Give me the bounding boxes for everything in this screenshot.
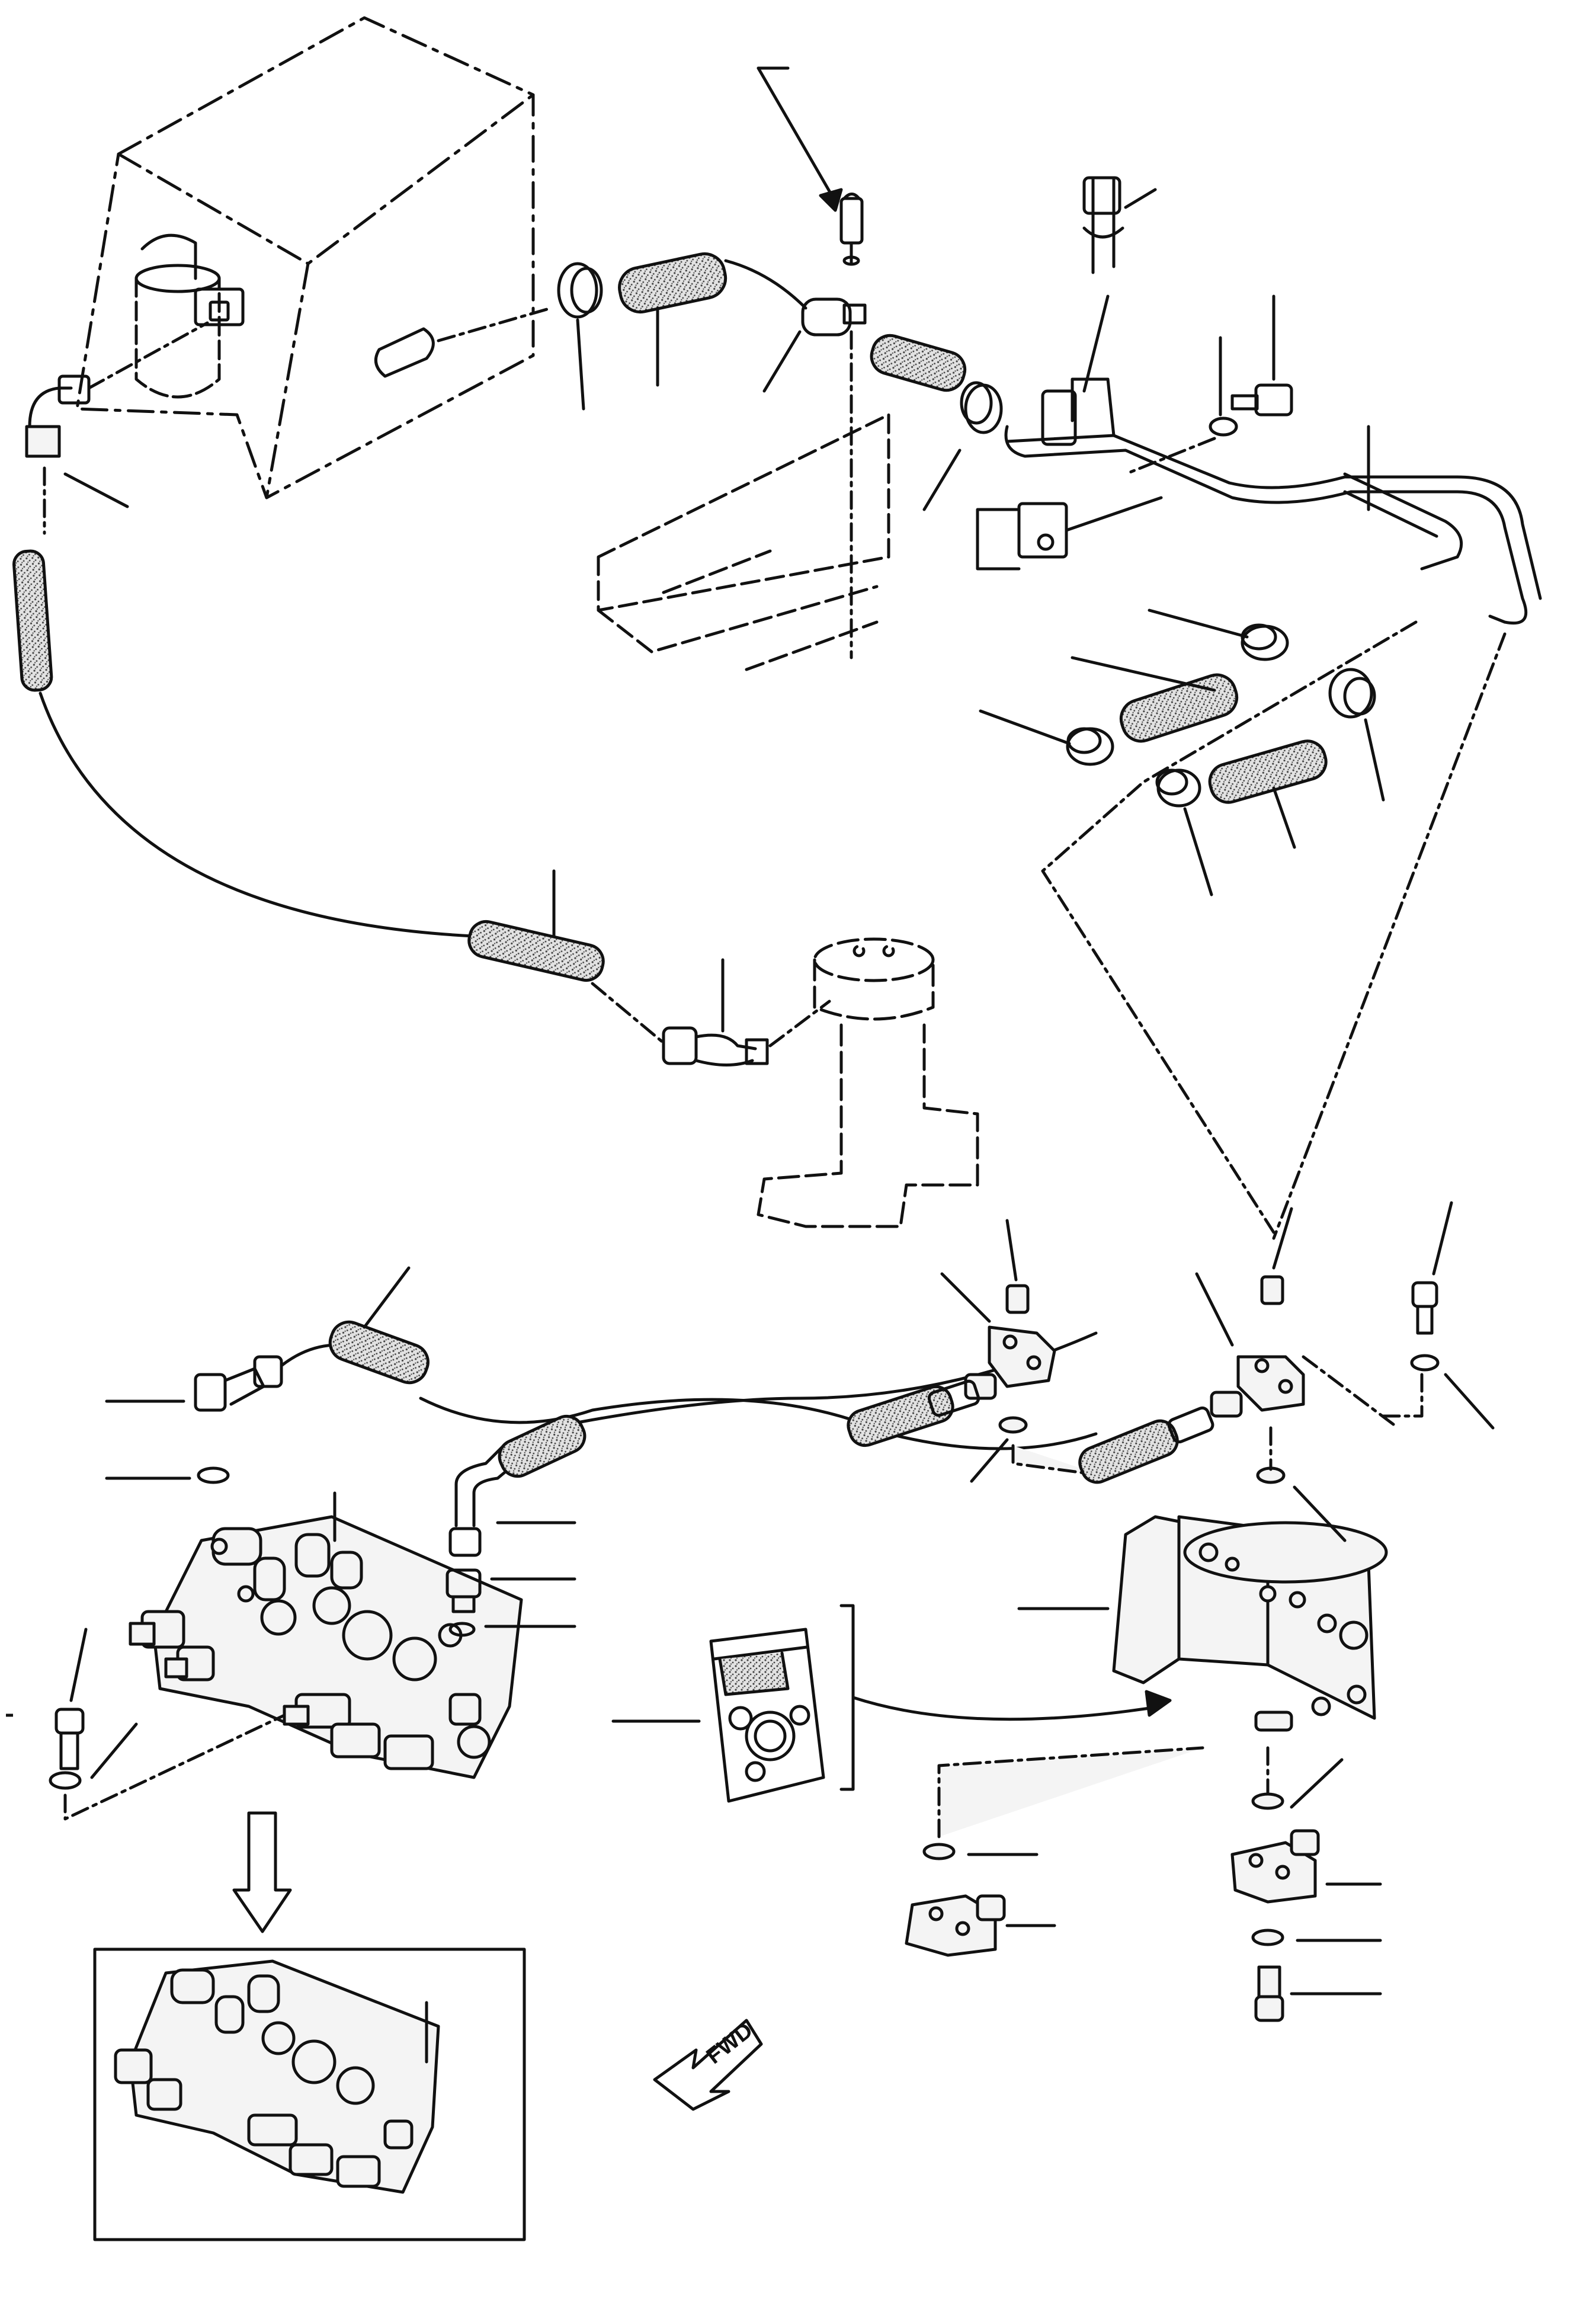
- control-valve-inset: [114, 1959, 440, 2194]
- hose-top-1: [618, 252, 728, 314]
- clamp-top-2: [960, 381, 1003, 434]
- flange-fitting-c: [905, 1746, 1204, 1957]
- clamp-r4: [1155, 768, 1201, 808]
- valve-elbow-left: [105, 1343, 339, 1484]
- control-valve-main: [129, 1515, 523, 1779]
- suction-line-lower: [39, 691, 476, 938]
- hose-r2: [1208, 739, 1328, 804]
- inset-frame: [93, 1948, 526, 2241]
- hose-pump-b: [1078, 1419, 1179, 1484]
- flange-fitting-b: [1195, 1207, 1400, 1542]
- flange-fitting-d: [1230, 1746, 1382, 2022]
- clamp-r2: [1066, 727, 1114, 766]
- forward-arrow-icon: [653, 2019, 763, 2111]
- kit-to-pump-arrow: [851, 1696, 1163, 1721]
- valve-adapter-stack: [446, 1444, 576, 1637]
- sight-glass: [374, 327, 435, 378]
- hydraulic-tank: [75, 16, 553, 499]
- arrow-head: [819, 188, 843, 212]
- suction-hose-left: [12, 549, 53, 692]
- pipe-bolt: [1124, 294, 1370, 511]
- hose-middle: [467, 920, 605, 982]
- line-top-1: [724, 259, 807, 310]
- swivel-joint: [757, 937, 979, 1228]
- clamp-r1: [1241, 623, 1289, 661]
- hose-fitting-a: [927, 1379, 980, 1417]
- leader-line-1: [576, 318, 585, 411]
- steel-pipe-assembly: [976, 176, 1542, 625]
- elbow-fitting-middle: [591, 958, 831, 1066]
- pump-bolt-right: [1379, 1201, 1495, 1430]
- hose-fitting-b: [1167, 1406, 1214, 1444]
- hose-r1: [1119, 673, 1239, 743]
- line-valve-to-pump-1: [419, 1396, 1098, 1450]
- hose-pump-a: [847, 1385, 954, 1447]
- valve-mounting-bolt: [49, 1628, 286, 1821]
- hose-valve-left: [328, 1320, 430, 1385]
- down-arrow-icon: [232, 1811, 292, 1933]
- hose-valve-right: [498, 1414, 587, 1478]
- tank-elbow-fitting: [25, 321, 209, 535]
- flange-fitting-a: [940, 1219, 1104, 1483]
- frame-bracket: [597, 413, 890, 671]
- clamp-top-1: [557, 262, 603, 319]
- clamp-r3: [1328, 668, 1376, 719]
- seal-kit-bag-icon: [709, 1628, 825, 1803]
- kit-bracket: [839, 1604, 855, 1791]
- hose-top-2: [870, 334, 967, 392]
- gear-pump: [1017, 1515, 1388, 1732]
- callout-arrow-top: [757, 66, 837, 203]
- tank-filter: [134, 233, 245, 399]
- bracket-fitting: [762, 193, 867, 659]
